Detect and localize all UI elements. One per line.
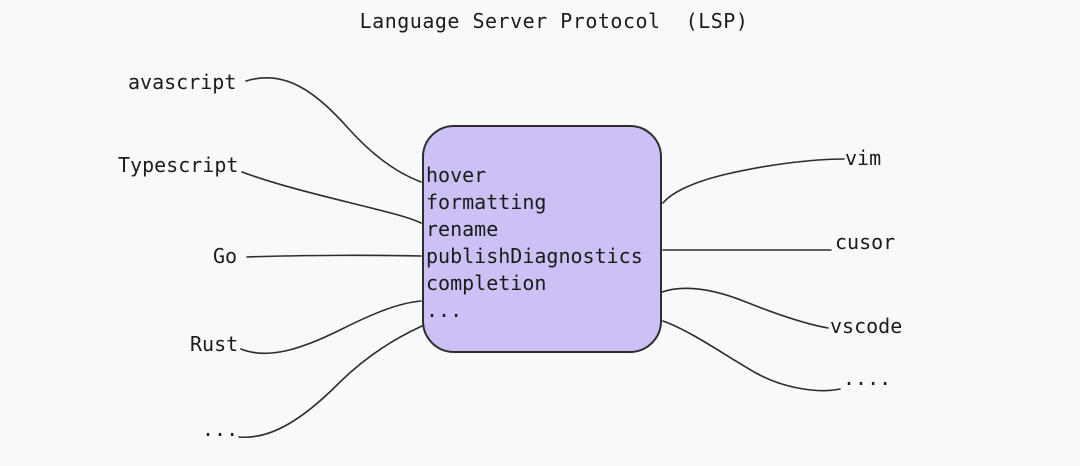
connector-rust (240, 300, 422, 355)
connector-vim (662, 158, 845, 204)
feature-completion: completion (426, 271, 547, 295)
feature-ellipsis: ... (426, 298, 463, 322)
feature-publish-diagnostics: publishDiagnostics (426, 244, 643, 268)
editor-label-cusor: cusor (835, 230, 896, 254)
language-label-go: Go (213, 244, 238, 268)
connector-avascript (245, 77, 422, 183)
language-label-typescript: Typescript (118, 153, 239, 177)
connector-right-more (662, 320, 841, 392)
language-label-more: ... (202, 417, 239, 441)
feature-rename: rename (426, 217, 499, 241)
feature-hover: hover (426, 163, 487, 187)
feature-formatting: formatting (426, 190, 547, 214)
language-label-avascript: avascript (128, 70, 237, 94)
editor-label-more: .... (843, 366, 892, 390)
connector-vscode (661, 287, 829, 329)
editor-label-vim: vim (845, 146, 882, 170)
diagram-title: Language Server Protocol (LSP) (359, 9, 749, 33)
lsp-box: hover formatting rename publishDiagnosti… (422, 125, 662, 353)
editor-label-vscode: vscode (830, 314, 903, 338)
connector-typescript (241, 171, 422, 224)
connector-left-more (238, 325, 423, 438)
connector-go (246, 254, 422, 258)
language-label-rust: Rust (190, 332, 239, 356)
